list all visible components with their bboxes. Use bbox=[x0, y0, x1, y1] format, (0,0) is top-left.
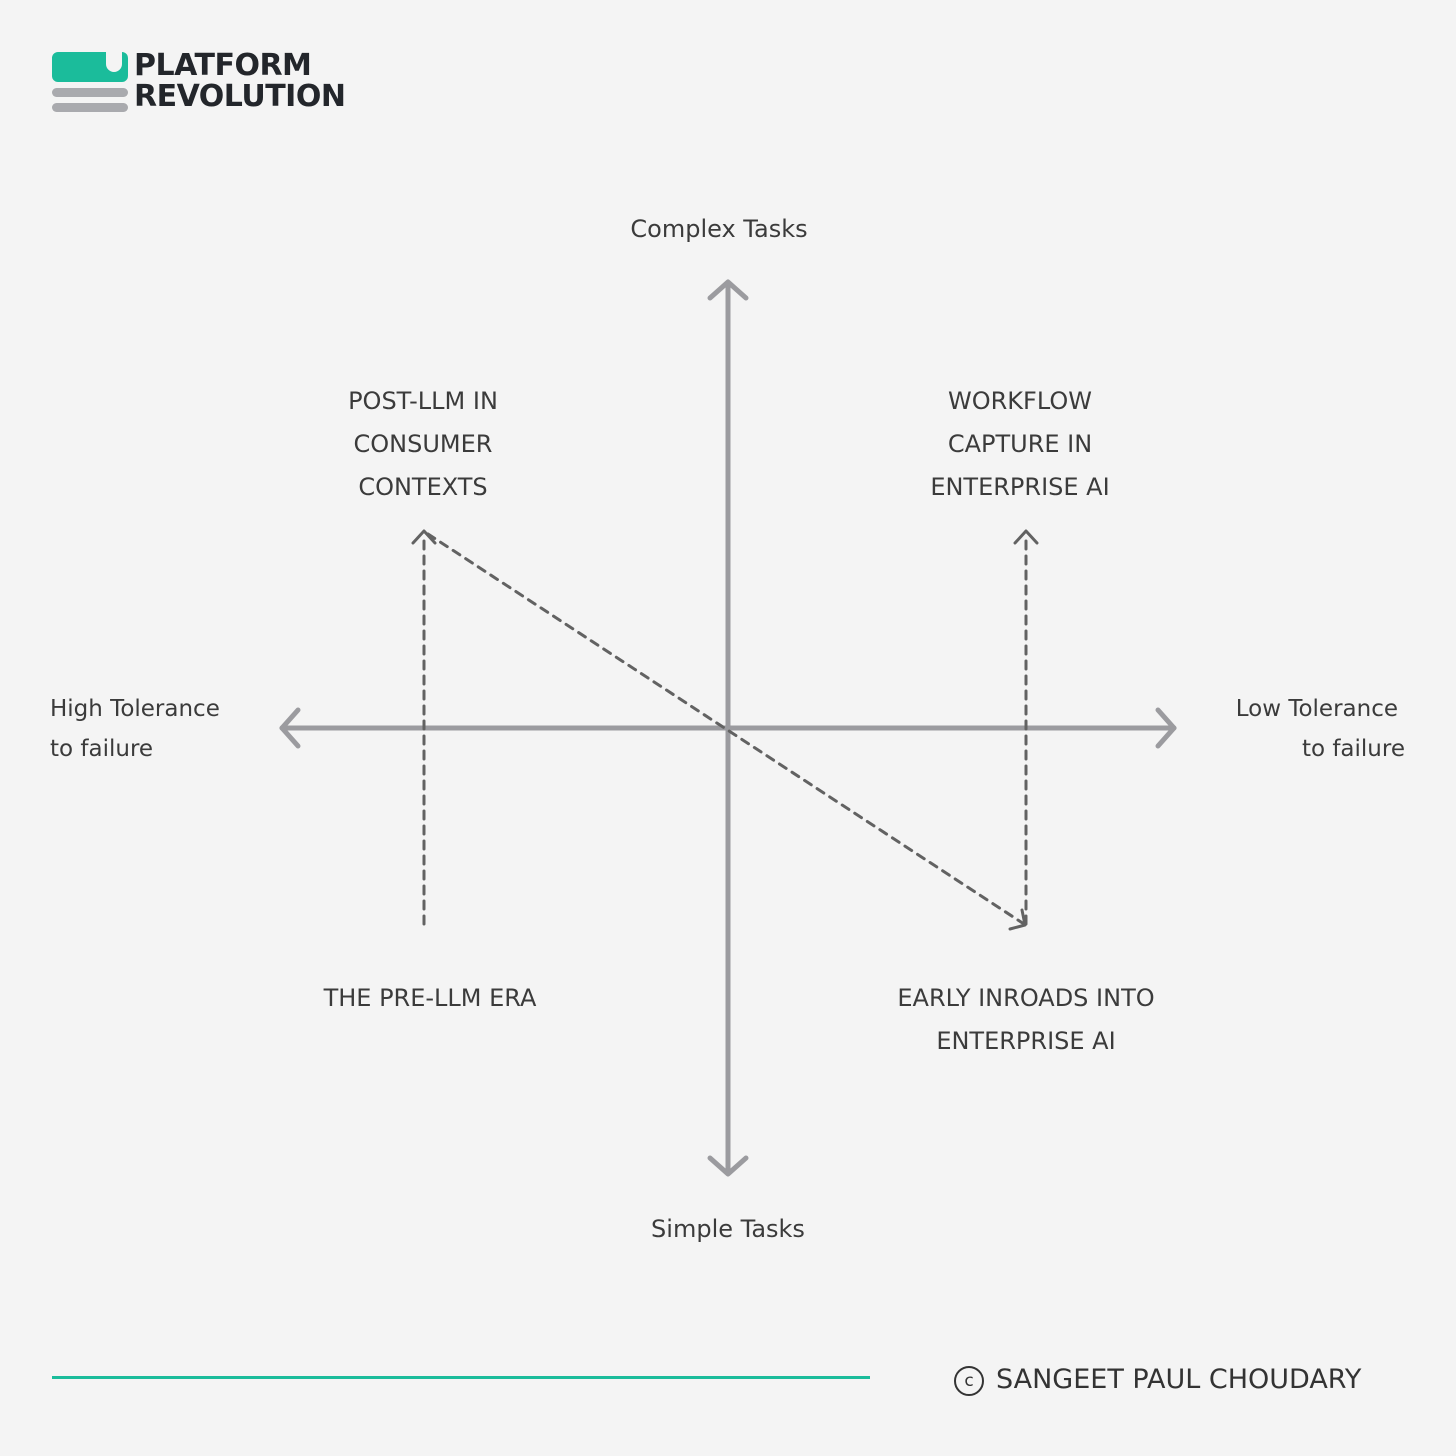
quadrant-post-llm-line1: POST-LLM IN bbox=[348, 387, 498, 415]
axis-arrowhead-right bbox=[1155, 707, 1177, 749]
quadrant-workflow-line2: CAPTURE IN bbox=[947, 430, 1093, 458]
axis-label-simple-tasks: Simple Tasks bbox=[651, 1215, 805, 1243]
quadrant-post-llm-line2: CONSUMER bbox=[353, 430, 493, 458]
quadrant-early-inroads-line1: EARLY INROADS INTO bbox=[897, 984, 1155, 1012]
logo-green-block bbox=[52, 52, 128, 82]
axis-label-low-tolerance-line1: Low Tolerance bbox=[1235, 696, 1398, 722]
quadrant-pre-llm-line1: THE PRE-LLM ERA bbox=[323, 984, 537, 1012]
axis-label-low-tolerance-line2: to failure bbox=[1301, 736, 1405, 762]
quadrant-post-llm-consumer: POST-LLM IN CONSUMER CONTEXTS bbox=[348, 380, 498, 509]
axis-label-high-tolerance: High Tolerance to failure bbox=[50, 689, 220, 769]
dashed-arrow-post-to-early bbox=[426, 532, 1026, 926]
axis-arrowhead-down bbox=[707, 1155, 749, 1177]
quadrant-early-inroads: EARLY INROADS INTO ENTERPRISE AI bbox=[897, 977, 1154, 1063]
axis-label-high-tolerance-line1: High Tolerance bbox=[50, 696, 220, 722]
logo-bar-1 bbox=[52, 88, 128, 97]
axis-label-high-tolerance-line2: to failure bbox=[50, 736, 154, 762]
dashed-arrowhead-post-llm bbox=[411, 529, 437, 545]
quadrant-workflow-line3: ENTERPRISE AI bbox=[930, 473, 1110, 501]
logo-line-2: REVOLUTION bbox=[134, 79, 346, 114]
copyright-icon: c bbox=[954, 1366, 984, 1396]
footer-accent-line bbox=[52, 1376, 870, 1379]
quadrant-workflow-capture: WORKFLOW CAPTURE IN ENTERPRISE AI bbox=[930, 380, 1109, 509]
axis-arrowhead-up bbox=[707, 279, 749, 301]
quadrant-pre-llm-era: THE PRE-LLM ERA bbox=[324, 977, 537, 1019]
quadrant-early-inroads-line2: ENTERPRISE AI bbox=[936, 1027, 1116, 1055]
quadrant-post-llm-line3: CONTEXTS bbox=[358, 473, 488, 501]
quadrant-workflow-line1: WORKFLOW bbox=[948, 387, 1092, 415]
logo-bar-2 bbox=[52, 103, 128, 112]
axis-label-low-tolerance: Low Tolerance to failure bbox=[1236, 689, 1405, 769]
axis-label-complex-tasks: Complex Tasks bbox=[630, 215, 808, 243]
axis-arrowhead-left bbox=[279, 707, 301, 749]
dashed-arrowhead-workflow bbox=[1013, 529, 1039, 545]
copyright-author: SANGEET PAUL CHOUDARY bbox=[996, 1364, 1362, 1395]
platform-revolution-logo bbox=[52, 52, 128, 112]
logo-text: PLATFORM REVOLUTION bbox=[134, 48, 346, 114]
copyright: c SANGEET PAUL CHOUDARY bbox=[954, 1358, 1361, 1402]
logo-line-1: PLATFORM bbox=[134, 48, 312, 83]
